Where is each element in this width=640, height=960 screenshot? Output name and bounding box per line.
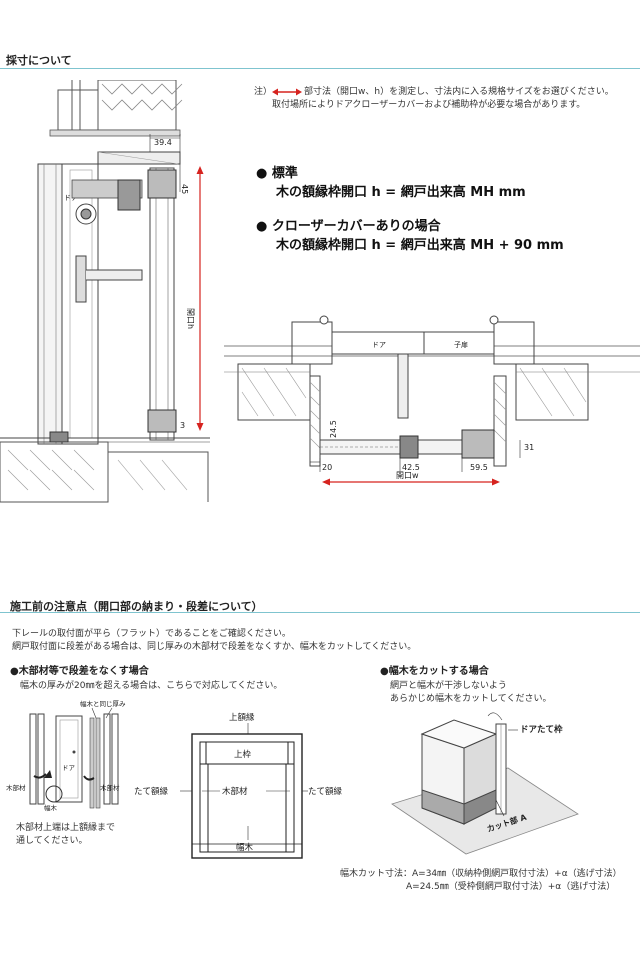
frame-elevation-diagram: 上額縁 上枠 木部材 たて額縁 たて額縁 幅木	[134, 712, 343, 859]
right-sub-2: あらかじめ幅木をカットしてください。	[390, 694, 552, 704]
dim-31: 31	[524, 443, 534, 452]
label-baseboard-thickness: 幅木と同じ厚み	[80, 699, 126, 708]
section-divider	[0, 68, 640, 69]
dim-24-5: 24.5	[329, 420, 338, 438]
left-caption-2: 通してください。	[16, 836, 88, 846]
frame-top-label: 上額縁	[229, 712, 255, 723]
label-opening-h: 開口h	[186, 308, 195, 329]
left-door-label: ドア	[62, 764, 76, 772]
door-frame-label: ドアたて枠	[520, 724, 563, 735]
dim-59-5: 59.5	[470, 463, 488, 472]
dim-3: 3	[180, 421, 185, 430]
plan-view-diagram: ドア 子扉 24.5 20 42.5 59.5 31 開口w	[224, 315, 640, 486]
side-section-diagram: 39.4 45 ドア 開口h 3	[0, 80, 210, 503]
red-double-arrow-icon	[272, 88, 302, 96]
note-line-2: 取付場所によりドアクローザーカバーおよび補助枠が必要な場合があります。	[272, 100, 586, 110]
frame-upper-label: 上枠	[234, 749, 252, 760]
section-title-measurement: 採寸について	[6, 54, 72, 67]
standard-heading: ● 標準	[256, 166, 298, 181]
plan-child-door-label: 子扉	[454, 340, 468, 349]
frame-center-label: 木部材	[222, 786, 248, 797]
formula-line-1: 幅木カット寸法：A=34㎜（収納枠側網戸取付寸法）+α（逃げ寸法）	[340, 869, 622, 879]
intro-line-1: 下レールの取付面が平ら（フラット）であることをご確認ください。	[12, 629, 291, 639]
right-heading: ●幅木をカットする場合	[380, 666, 489, 677]
closer-formula: 木の額縁枠開口 h = 網戸出来高 MH + 90 mm	[276, 238, 564, 253]
left-heading: ●木部材等で段差をなくす場合	[10, 666, 149, 677]
right-sub-1: 網戸と幅木が干渉しないよう	[390, 681, 507, 691]
section-title-precautions: 施工前の注意点（開口部の納まり・段差について）	[10, 600, 263, 613]
dim-20: 20	[322, 463, 332, 472]
plan-door-label: ドア	[372, 341, 386, 349]
dim-42-5: 42.5	[402, 463, 420, 472]
left-wood-label: 木部材	[6, 783, 26, 792]
formula-line-2: A=24.5㎜（受枠側網戸取付寸法）+α（逃げ寸法）	[406, 882, 616, 892]
left-sub: 幅木の厚みが20㎜を超える場合は、こちらで対応してください。	[20, 681, 283, 691]
side-door-label: ドア	[64, 194, 78, 202]
note-prefix: 注）	[254, 87, 273, 97]
frame-bottom-label: 幅木	[236, 842, 254, 853]
left-baseboard-label: 幅木	[44, 803, 58, 812]
dim-39-4: 39.4	[154, 138, 172, 147]
closer-heading: ● クローザーカバーありの場合	[256, 219, 441, 234]
frame-right-label: たて額縁	[308, 786, 343, 797]
label-opening-w: 開口w	[396, 471, 419, 480]
dim-45: 45	[180, 184, 189, 194]
section-divider-2	[0, 612, 640, 613]
intro-line-2: 網戸取付面に段差がある場合は、同じ厚みの木部材で段差をなくすか、幅木をカットして…	[12, 642, 417, 652]
note-line-1: 部寸法（開口w、h）を測定し、寸法内に入る規格サイズをお選びください。	[304, 87, 614, 97]
left-door-diagram: 幅木と同じ厚み ドア 木部材 木部材 幅木	[6, 699, 126, 812]
standard-formula: 木の額縁枠開口 h = 網戸出来高 MH mm	[276, 185, 526, 200]
right-wood-label: 木部材	[100, 783, 120, 792]
baseboard-cut-diagram: ドアたて枠 カット部 A	[391, 712, 579, 855]
frame-left-label: たて額縁	[134, 786, 169, 797]
left-caption-1: 木部材上端は上額縁まで	[16, 823, 116, 833]
